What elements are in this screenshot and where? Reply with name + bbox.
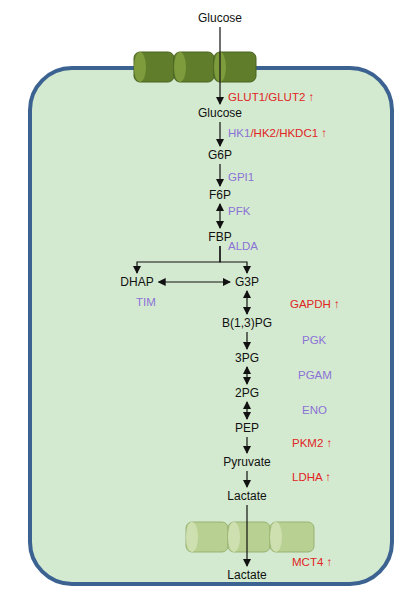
reaction-arrow <box>246 291 247 314</box>
reaction-arrow <box>219 204 220 228</box>
metabolite-name: PEP <box>235 421 259 435</box>
metabolite-name: Glucose <box>198 11 242 25</box>
metabolite-name: Pyruvate <box>223 455 270 469</box>
enzyme-label: MCT4 ↑ <box>292 555 332 569</box>
transporter-face <box>228 522 240 552</box>
metabolite-name: 3PG <box>235 351 259 365</box>
metabolite-node: Glucose <box>195 105 245 121</box>
reaction-arrow <box>246 437 247 453</box>
metabolite-name: Lactate <box>227 489 266 503</box>
enzyme-label: GLUT1/GLUT2 ↑ <box>228 90 314 104</box>
transporter-face <box>270 522 282 552</box>
metabolite-node: B(1,3)PG <box>219 315 275 331</box>
metabolite-node: 2PG <box>232 385 262 401</box>
reaction-arrow <box>219 164 220 186</box>
enzyme-label: LDHA ↑ <box>292 470 331 484</box>
reaction-arrow <box>246 505 247 566</box>
metabolite-node: Pyruvate <box>220 454 273 470</box>
metabolite-name: Glucose <box>198 106 242 120</box>
enzyme-label: GPI1 <box>228 170 254 184</box>
enzyme-label: HK1 <box>228 126 250 140</box>
enzyme-label: PFK <box>228 204 250 218</box>
metabolite-name: 2PG <box>235 386 259 400</box>
transporter-barrel <box>214 52 256 82</box>
metabolite-node: Glucose <box>195 10 245 26</box>
enzyme-label: ENO <box>302 403 327 417</box>
reaction-arrow <box>219 122 220 146</box>
reaction-arrow <box>246 471 247 487</box>
transporter-barrel <box>228 522 270 552</box>
metabolite-name: Lactate <box>227 568 266 582</box>
mct-transporter <box>186 522 314 552</box>
metabolite-node: Lactate <box>224 567 269 583</box>
enzyme-label: PKM2 ↑ <box>292 436 332 450</box>
enzyme-label: GAPDH ↑ <box>290 297 340 311</box>
transporter-barrel <box>174 52 214 82</box>
metabolite-node: DHAP <box>117 274 156 290</box>
metabolite-node: 3PG <box>232 350 262 366</box>
enzyme-label: /HK2/HKDC1 ↑ <box>250 126 327 140</box>
reaction-arrow <box>246 332 247 349</box>
metabolite-node: F6P <box>206 187 234 203</box>
enzyme-label: PGK <box>302 333 326 347</box>
metabolite-name: DHAP <box>120 275 153 289</box>
transporter-barrel <box>134 52 174 82</box>
metabolite-node: Lactate <box>224 488 269 504</box>
reaction-arrow <box>159 281 230 282</box>
cell-membrane <box>30 68 392 584</box>
transporter-face <box>174 52 186 82</box>
metabolite-name: B(1,3)PG <box>222 316 272 330</box>
enzyme-label: ALDA <box>228 239 258 253</box>
transporter-barrel <box>270 522 314 552</box>
metabolite-name: G6P <box>208 148 232 162</box>
enzyme-label: TIM <box>136 295 156 309</box>
metabolite-name: F6P <box>209 188 231 202</box>
reaction-arrow <box>219 27 220 104</box>
metabolite-node: G6P <box>205 147 235 163</box>
metabolite-node: PEP <box>232 420 262 436</box>
metabolite-name: G3P <box>235 275 259 289</box>
glut-transporter <box>134 52 256 82</box>
transporter-barrel <box>186 522 228 552</box>
reaction-arrow <box>246 402 247 419</box>
transporter-face <box>214 52 226 82</box>
reaction-arrow <box>137 246 220 273</box>
reaction-arrow <box>246 367 247 384</box>
transporter-face <box>186 522 198 552</box>
enzyme-label: PGAM <box>298 368 332 382</box>
metabolite-node: G3P <box>232 274 262 290</box>
transporter-face <box>134 52 146 82</box>
